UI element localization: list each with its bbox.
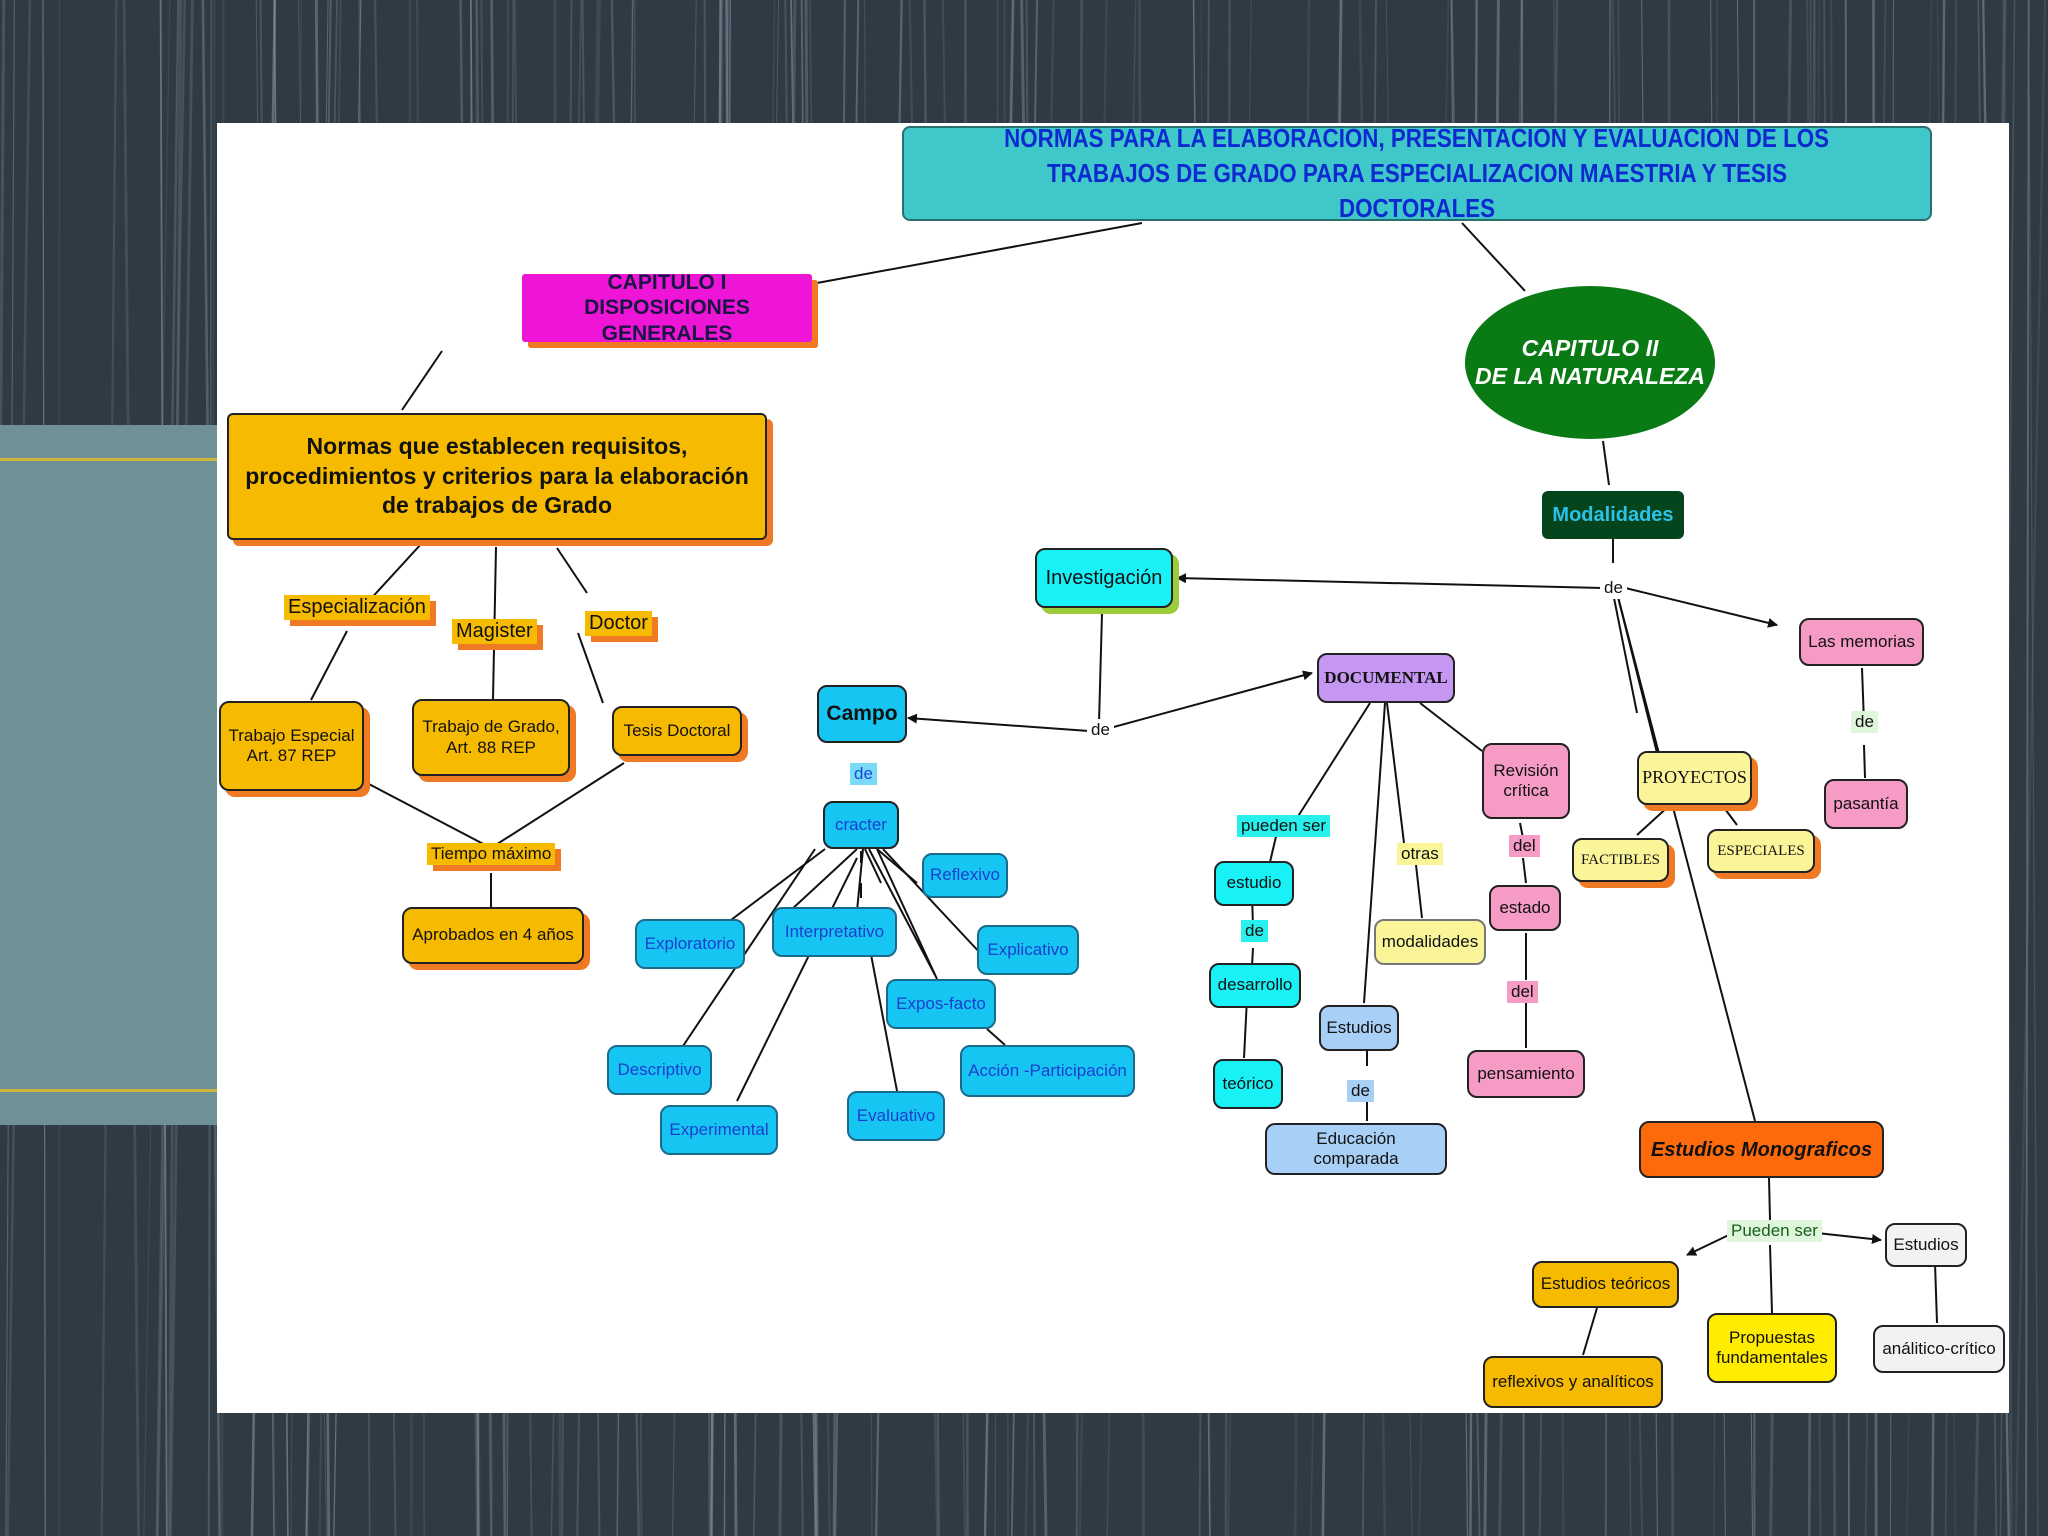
trabajo-grado-line-2: Art. 88 REP — [446, 737, 536, 757]
otras-label: otras — [1397, 843, 1443, 865]
tesis-doctoral-node: Tesis Doctoral — [612, 706, 742, 756]
revision-line-2: crítica — [1503, 781, 1549, 800]
educacion-comparada-node: Educación comparada — [1265, 1123, 1447, 1175]
accent-line-top — [0, 458, 220, 461]
reflexivos-analiticos-node: reflexivos y analíticos — [1483, 1356, 1663, 1408]
accion-participacion-node: Acción -Participación — [960, 1045, 1135, 1097]
teorico-node: teórico — [1213, 1059, 1283, 1109]
trabajo-especial-line-1: Trabajo Especial — [228, 725, 355, 745]
del-label-2: del — [1507, 981, 1538, 1003]
normas-line-3: de trabajos de Grado — [381, 492, 613, 519]
title-line-2: TRABAJOS DE GRADO PARA ESPECIALIZACION M… — [1046, 157, 1788, 224]
factibles-node: FACTIBLES — [1572, 838, 1669, 882]
concept-map-canvas: NORMAS PARA LA ELABORACION, PRESENTACION… — [217, 123, 2009, 1413]
proyectos-node: PROYECTOS — [1637, 751, 1752, 805]
pueden-ser-label-2: Pueden ser — [1727, 1220, 1822, 1242]
background-stripe — [0, 0, 6, 732]
desarrollo-node: desarrollo — [1209, 963, 1301, 1008]
side-panel — [0, 425, 220, 1125]
trabajo-grado-line-1: Trabajo de Grado, — [422, 717, 560, 737]
del-label-1: del — [1509, 835, 1540, 857]
propuestas-fundamentales-node: Propuestas fundamentales — [1707, 1313, 1837, 1383]
revision-line-1: Revisión — [1493, 760, 1559, 780]
reflexivo-node: Reflexivo — [922, 853, 1008, 898]
estudio-de-label: de — [1241, 920, 1268, 942]
chapter2-node: CAPITULO II DE LA NATURALEZA — [1465, 286, 1715, 439]
experimental-node: Experimental — [660, 1105, 778, 1155]
analitico-critico-node: análitico-crítico — [1873, 1325, 2005, 1373]
modalidades-de-label: de — [1600, 577, 1627, 599]
chapter1-line-2: DISPOSICIONES GENERALES — [584, 296, 750, 345]
exploratorio-node: Exploratorio — [635, 919, 745, 969]
interpretativo-node: Interpretativo — [772, 907, 897, 957]
evaluativo-node: Evaluativo — [847, 1091, 945, 1141]
modalidades-node: Modalidades — [1542, 491, 1684, 539]
doctor-label: Doctor — [585, 611, 652, 636]
estudios-node: Estudios — [1319, 1005, 1399, 1051]
revision-critica-node: Revisión crítica — [1482, 743, 1570, 819]
especializacion-label: Especialización — [284, 595, 430, 620]
las-memorias-node: Las memorias — [1799, 618, 1924, 666]
pueden-ser-label: pueden ser — [1237, 815, 1331, 837]
propuestas-line-1: Propuestas — [1729, 1327, 1815, 1347]
estudios-de-label: de — [1347, 1080, 1374, 1102]
magister-label: Magister — [452, 619, 537, 644]
campo-node: Campo — [817, 685, 907, 743]
documental-node: DOCUMENTAL — [1317, 653, 1455, 703]
explicativo-node: Explicativo — [977, 925, 1079, 975]
estudios-monograficos-node: Estudios Monograficos — [1639, 1121, 1884, 1178]
trabajo-especial-line-2: Art. 87 REP — [246, 746, 337, 765]
normas-node: Normas que establecen requisitos, proced… — [227, 413, 767, 540]
memorias-de-label: de — [1851, 711, 1878, 733]
aprobados-node: Aprobados en 4 años — [402, 907, 584, 964]
estudio-node: estudio — [1214, 861, 1294, 906]
especiales-node: ESPECIALES — [1707, 829, 1815, 873]
tiempo-maximo-label: Tiempo máximo — [427, 843, 556, 865]
propuestas-line-2: fundamentales — [1716, 1348, 1828, 1367]
background-stripe — [2027, 0, 2039, 1536]
chapter1-node: CAPITULO I DISPOSICIONES GENERALES — [522, 271, 812, 345]
estudios-teoricos-node: Estudios teóricos — [1532, 1261, 1679, 1308]
cracter-node: cracter — [823, 801, 899, 849]
modalidades-small-node: modalidades — [1374, 919, 1486, 965]
accent-line-bottom — [0, 1089, 220, 1092]
background-stripe — [2025, 0, 2030, 1536]
campo-de-label: de — [850, 763, 877, 785]
normas-line-1: Normas que establecen requisitos, — [306, 432, 688, 459]
descriptivo-node: Descriptivo — [607, 1045, 712, 1095]
trabajo-grado-node: Trabajo de Grado, Art. 88 REP — [412, 699, 570, 776]
estudios-node-2: Estudios — [1885, 1223, 1967, 1267]
pasantia-node: pasantía — [1824, 779, 1908, 829]
background-stripe — [2014, 0, 2047, 1536]
normas-line-2: procedimientos y criterios para la elabo… — [245, 462, 749, 489]
investigacion-de-label: de — [1087, 719, 1114, 741]
chapter2-line-2: DE LA NATURALEZA — [1475, 362, 1705, 389]
title-node: NORMAS PARA LA ELABORACION, PRESENTACION… — [902, 123, 1932, 223]
chapter1-line-1: CAPITULO I — [607, 271, 727, 295]
chapter2-line-1: CAPITULO II — [1521, 334, 1659, 361]
investigacion-node: Investigación — [1035, 548, 1173, 608]
pensamiento-node: pensamiento — [1467, 1050, 1585, 1098]
trabajo-especial-node: Trabajo Especial Art. 87 REP — [219, 701, 364, 791]
expos-facto-node: Expos-facto — [886, 979, 996, 1029]
title-line-1: NORMAS PARA LA ELABORACION, PRESENTACION… — [1004, 122, 1830, 153]
estado-node: estado — [1489, 885, 1561, 931]
